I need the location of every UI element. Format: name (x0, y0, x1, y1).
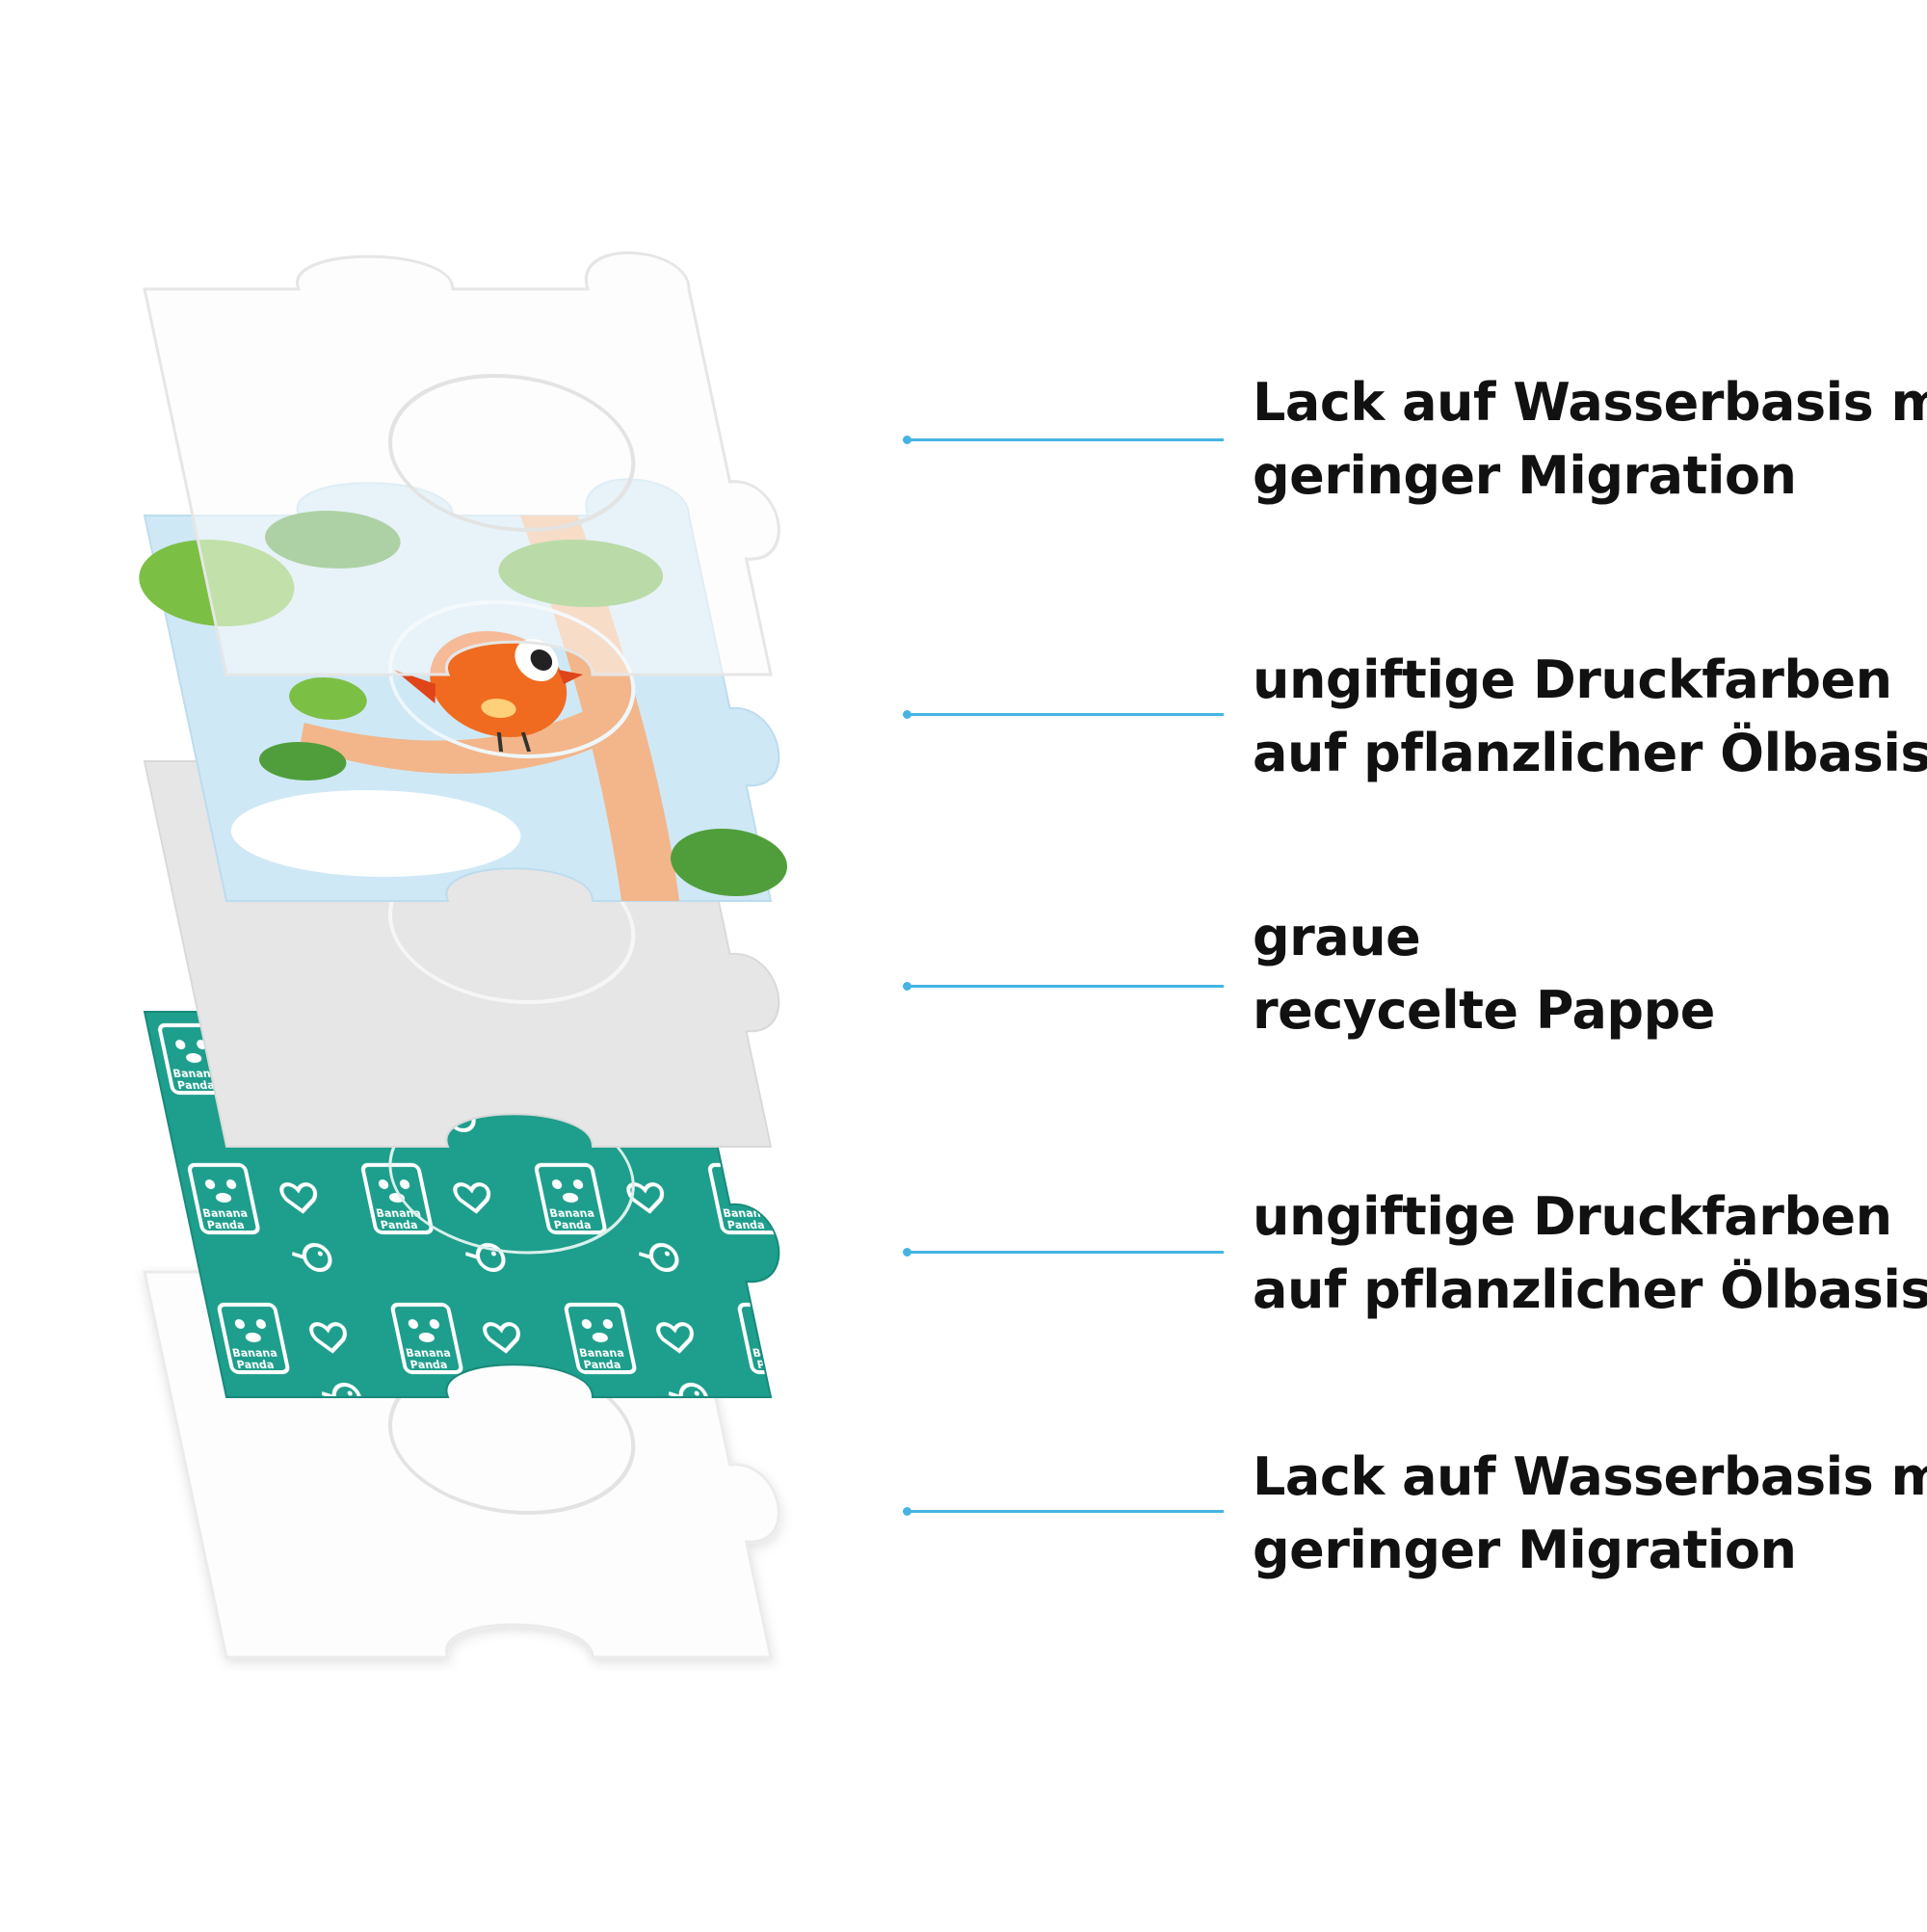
leaf-shape (289, 677, 367, 720)
connector-stroke (910, 1510, 1224, 1513)
connector-line-ink-back (903, 1248, 1224, 1257)
connector-stroke (910, 713, 1224, 716)
layer-label-varnish-bottom: Lack auf Wasserbasis mit geringer Migrati… (1253, 1441, 1927, 1587)
layer-label-line: graue (1253, 907, 1421, 967)
connector-dot (903, 710, 911, 719)
connector-line-varnish-top (903, 436, 1224, 444)
connector-stroke (910, 1251, 1224, 1254)
connector-line-board (903, 982, 1224, 991)
leaf-shape (259, 742, 347, 781)
layer-label-line: Lack auf Wasserbasis mit (1253, 372, 1927, 433)
layer-label-ink-back: ungiftige Druckfarben auf pflanzlicher Öl… (1253, 1180, 1927, 1327)
bird-illustration (394, 631, 584, 753)
connector-stroke (910, 985, 1224, 988)
connector-dot (903, 982, 911, 991)
layer-label-line: recycelte Pappe (1253, 980, 1715, 1041)
layer-label-board: graue recycelte Pappe (1253, 901, 1917, 1047)
layer-piece-varnish-top (135, 251, 812, 676)
cloud-shape (230, 790, 521, 877)
layer-label-varnish-top: Lack auf Wasserbasis mit geringer Migrati… (1253, 366, 1927, 513)
layer-label-line: auf pflanzlicher Ölbasis (1253, 1259, 1927, 1320)
connector-dot (903, 436, 911, 444)
leaf-shape (671, 829, 787, 896)
layer-label-line: geringer Migration (1253, 1520, 1797, 1580)
connector-stroke (910, 438, 1224, 441)
layer-label-line: auf pflanzlicher Ölbasis (1253, 723, 1927, 783)
layer-label-line: Lack auf Wasserbasis mit (1253, 1446, 1927, 1507)
connector-dot (903, 1507, 911, 1516)
layer-label-line: ungiftige Druckfarben (1253, 649, 1892, 710)
layer-label-line: ungiftige Druckfarben (1253, 1186, 1892, 1247)
connector-line-varnish-bottom (903, 1507, 1224, 1516)
layer-label-ink-front: ungiftige Druckfarben auf pflanzlicher Öl… (1253, 644, 1927, 790)
connector-dot (903, 1248, 911, 1257)
layer-label-line: geringer Migration (1253, 445, 1797, 506)
connector-line-ink-front (903, 710, 1224, 719)
